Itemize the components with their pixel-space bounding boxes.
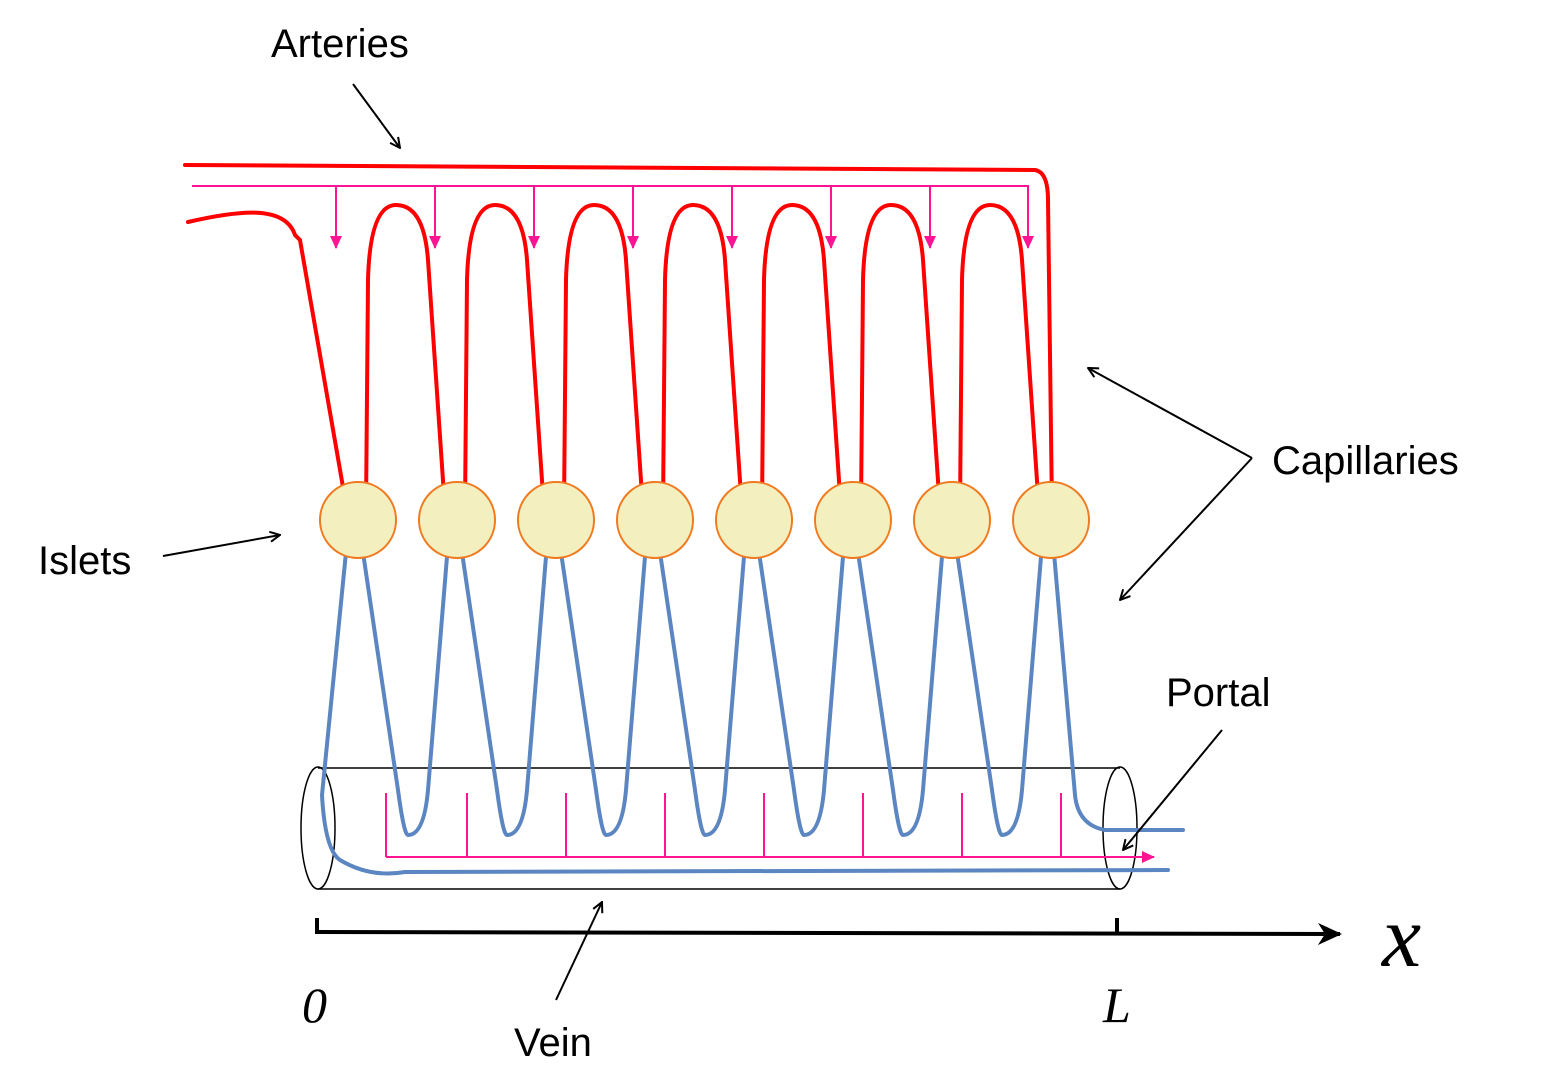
arteries-label: Arteries	[271, 22, 409, 66]
arterial-flow-arrows	[192, 185, 1034, 249]
arterial-flow-line	[192, 185, 1034, 249]
portal-pointer	[1123, 729, 1223, 850]
axis-start-label: 0	[302, 977, 327, 1033]
portal-label: Portal	[1166, 671, 1271, 715]
islets-label: Islets	[38, 539, 131, 583]
venous-capillary-6	[853, 530, 946, 838]
axis-end-label: L	[1102, 977, 1131, 1033]
islet-6	[814, 481, 892, 559]
vein-label: Vein	[514, 1021, 592, 1065]
arterial-capillary-6	[859, 202, 942, 512]
venous-capillary-2	[457, 530, 550, 838]
vein-vessel	[319, 528, 1185, 876]
islets-pointer	[162, 535, 280, 557]
islet-5	[715, 481, 793, 559]
arterial-capillary-1	[364, 202, 447, 512]
islet-7	[913, 481, 991, 559]
artery-vessel	[183, 163, 1054, 512]
axis-variable-label: x	[1380, 889, 1421, 986]
arterial-capillary-3	[562, 202, 645, 512]
x-axis	[315, 918, 1342, 945]
venous-capillary-1	[358, 530, 451, 838]
islet-1	[319, 481, 397, 559]
arterial-capillary-5	[760, 202, 843, 512]
venous-flow-arrows	[385, 793, 1155, 863]
islet-3	[517, 481, 595, 559]
arterial-capillary-4	[661, 202, 744, 512]
venous-capillary-3	[556, 530, 649, 838]
vein-pointer	[555, 902, 602, 1001]
islet-8	[1012, 481, 1090, 559]
annotation-arrows	[162, 83, 1253, 1001]
islet-4	[616, 481, 694, 559]
islets-row	[319, 481, 1090, 559]
venous-capillary-4	[655, 530, 748, 838]
venous-capillary-loops	[358, 530, 1045, 838]
venous-capillary-5	[754, 530, 847, 838]
arterial-capillary-7	[958, 202, 1041, 512]
arterial-capillary-2	[463, 202, 546, 512]
islet-2	[418, 481, 496, 559]
capillaries-pointer-top	[1088, 368, 1253, 459]
arteries-pointer	[352, 83, 400, 148]
capillaries-pointer-bottom	[1120, 457, 1253, 600]
vein-cylinder	[300, 766, 1138, 890]
venous-capillary-7	[952, 530, 1045, 838]
arterial-capillary-loops	[364, 202, 1041, 512]
capillaries-label: Capillaries	[1272, 439, 1459, 483]
